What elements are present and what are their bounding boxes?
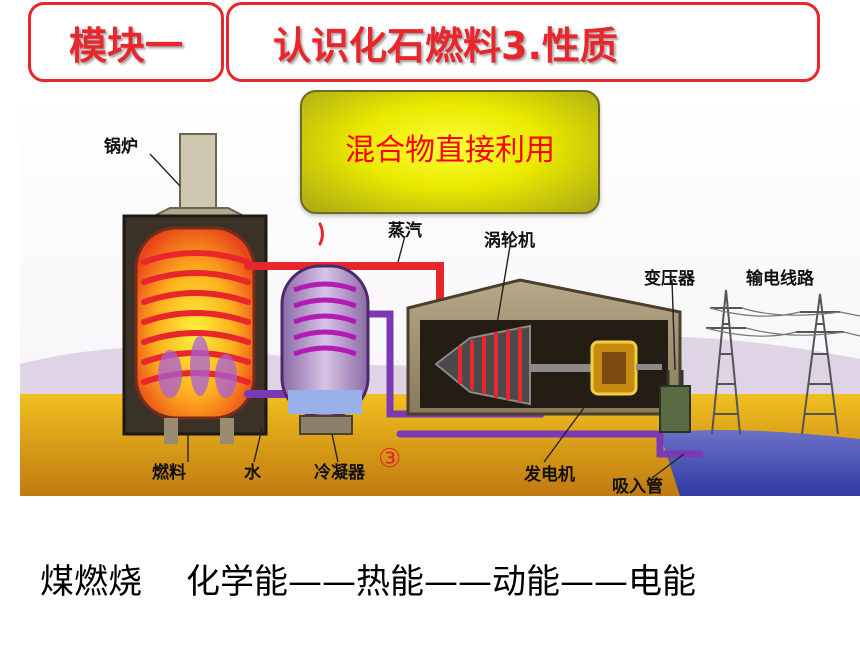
label-water: 水	[244, 463, 261, 483]
module-tag: 模块一	[28, 2, 224, 82]
page-title: 认识化石燃料3.性质	[273, 23, 618, 68]
label-condenser: 冷凝器	[314, 463, 365, 483]
label-fuel: 燃料	[152, 463, 186, 483]
energy-conversion-line: 煤燃烧 化学能——热能——动能——电能	[40, 554, 696, 603]
label-steam: 蒸汽	[388, 221, 422, 241]
callout-text: 混合物直接利用	[345, 133, 555, 168]
callout-box: 混合物直接利用	[300, 90, 600, 214]
label-intake-pipe: 吸入管	[612, 477, 663, 497]
title-tag: 认识化石燃料3.性质	[226, 2, 820, 82]
marker-3: ③	[378, 444, 402, 474]
label-generator: 发电机	[524, 465, 575, 485]
turbine-hall	[406, 278, 682, 416]
label-power-lines: 输电线路	[746, 269, 814, 289]
label-turbine: 涡轮机	[484, 231, 535, 251]
boiler	[122, 133, 268, 444]
energy-subject: 煤燃烧	[40, 562, 142, 602]
condenser	[280, 264, 370, 435]
transformer	[659, 370, 691, 433]
label-boiler: 锅炉	[104, 137, 138, 157]
module-label: 模块一	[68, 23, 183, 68]
energy-chain: 化学能——热能——动能——电能	[186, 562, 696, 602]
power-lines	[705, 289, 860, 435]
label-transformer: 变压器	[644, 269, 695, 289]
